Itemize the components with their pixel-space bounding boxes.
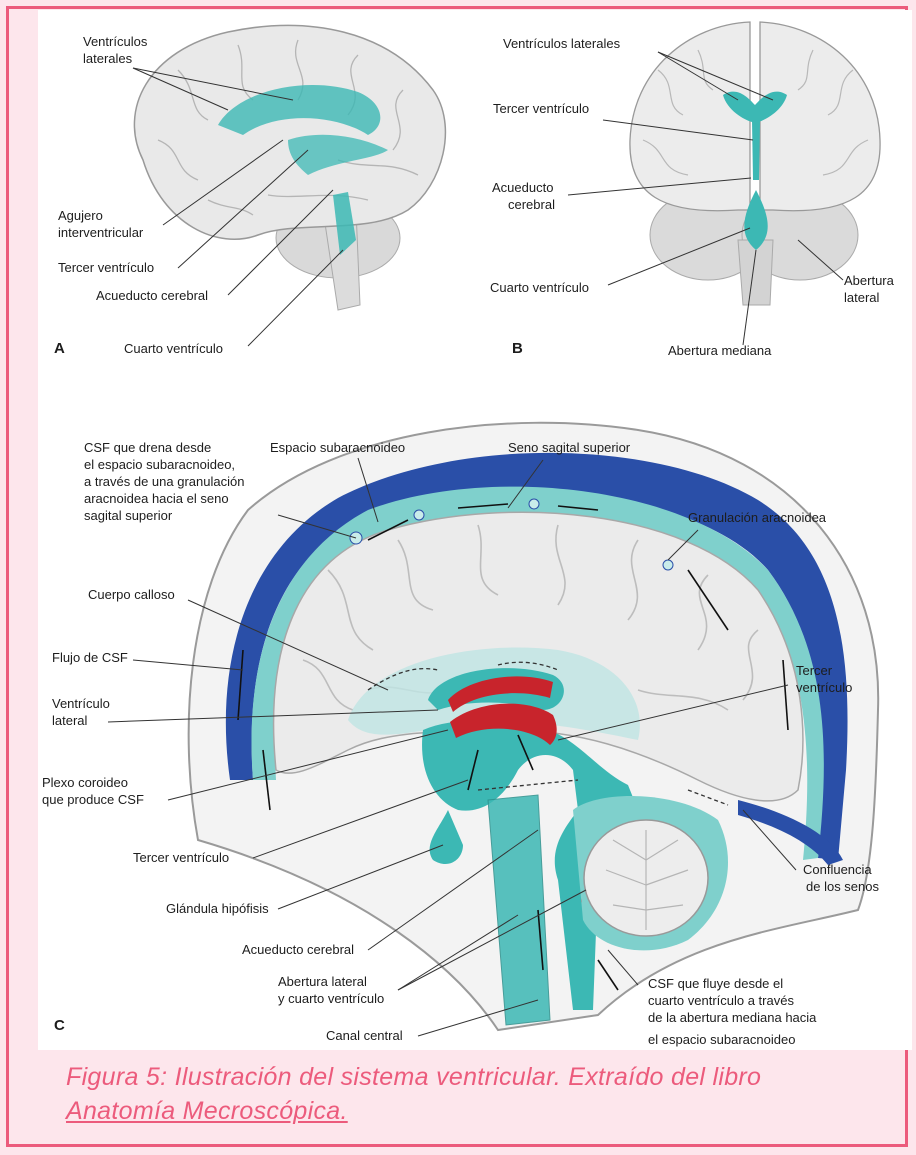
panel-b [630,22,880,305]
label-csf-drena-3: a través de una granulación [84,474,244,489]
label-tercer-a: Tercer ventrículo [58,260,154,275]
panel-c-granulation-2 [414,510,424,520]
label-acueducto-a: Acueducto cerebral [96,288,208,303]
label-agujero: Agujero [58,208,103,223]
panel-b-right-hemisphere [760,22,880,211]
label-glandula: Glándula hipófisis [166,901,269,916]
label-csf-drena-2: el espacio subaracnoideo, [84,457,235,472]
label-cuarto-b: Cuarto ventrículo [490,280,589,295]
label-csf-fluye-2: cuarto ventrículo a través [648,993,794,1008]
label-csf-fluye-4: el espacio subaracnoideo [648,1032,795,1047]
label-abertura-lateral-c-2: y cuarto ventrículo [278,991,384,1006]
label-tercer-c-right: Tercer [796,663,833,678]
panel-c-granulation-3 [529,499,539,509]
label-abertura-lateral-b: Abertura [844,273,895,288]
caption-book-link[interactable]: Anatomía Mecroscópica. [66,1097,348,1125]
ventricular-system-figure: Ventrículos laterales Agujero interventr… [38,10,912,1050]
label-csf-drena-1: CSF que drena desde [84,440,211,455]
label-confluencia-2: de los senos [806,879,879,894]
caption-text: Figura 5: Ilustración del sistema ventri… [66,1063,761,1091]
label-espacio-subaracnoideo: Espacio subaracnoideo [270,440,405,455]
label-tercer-c-left: Tercer ventrículo [133,850,229,865]
label-acueducto-b-2: cerebral [508,197,555,212]
label-csf-fluye-3: de la abertura mediana hacia [648,1010,817,1025]
label-plexo-2: que produce CSF [42,792,144,807]
label-canal-central: Canal central [326,1028,403,1043]
label-seno-sagital: Seno sagital superior [508,440,631,455]
label-tercer-c-right-2: ventrículo [796,680,852,695]
label-ventriculos-laterales-b: Ventrículos laterales [503,36,621,51]
label-granulacion: Granulación aracnoidea [688,510,827,525]
label-csf-fluye-1: CSF que fluye desde el [648,976,783,991]
label-agujero-2: interventricular [58,225,144,240]
panel-a-cerebrum [134,25,445,239]
label-tercer-b: Tercer ventrículo [493,101,589,116]
label-confluencia: Confluencia [803,862,872,877]
label-ventriculo-lateral-2: lateral [52,713,88,728]
panel-b-letter: B [512,340,523,357]
label-csf-drena-4: aracnoidea hacia el seno [84,491,229,506]
label-acueducto-c: Acueducto cerebral [242,942,354,957]
panel-b-left-hemisphere [630,22,750,211]
label-plexo: Plexo coroideo [42,775,128,790]
label-abertura-lateral-b-2: lateral [844,290,880,305]
panel-b-brainstem [738,240,773,305]
panel-c-granulation-4 [663,560,673,570]
label-acueducto-b: Acueducto [492,180,553,195]
label-ventriculos-laterales-a-2: laterales [83,51,133,66]
panel-a [134,25,445,310]
figure-caption: Figura 5: Ilustración del sistema ventri… [66,1060,896,1128]
label-cuerpo-calloso: Cuerpo calloso [88,587,175,602]
panel-a-letter: A [54,340,65,357]
label-abertura-mediana: Abertura mediana [668,343,772,358]
label-flujo-csf: Flujo de CSF [52,650,128,665]
label-ventriculos-laterales-a: Ventrículos [83,34,148,49]
label-abertura-lateral-c: Abertura lateral [278,974,367,989]
label-csf-drena-5: sagital superior [84,508,173,523]
label-cuarto-a: Cuarto ventrículo [124,341,223,356]
label-ventriculo-lateral: Ventrículo [52,696,110,711]
panel-c-letter: C [54,1017,65,1034]
panel-b-third-ventricle [752,120,760,180]
